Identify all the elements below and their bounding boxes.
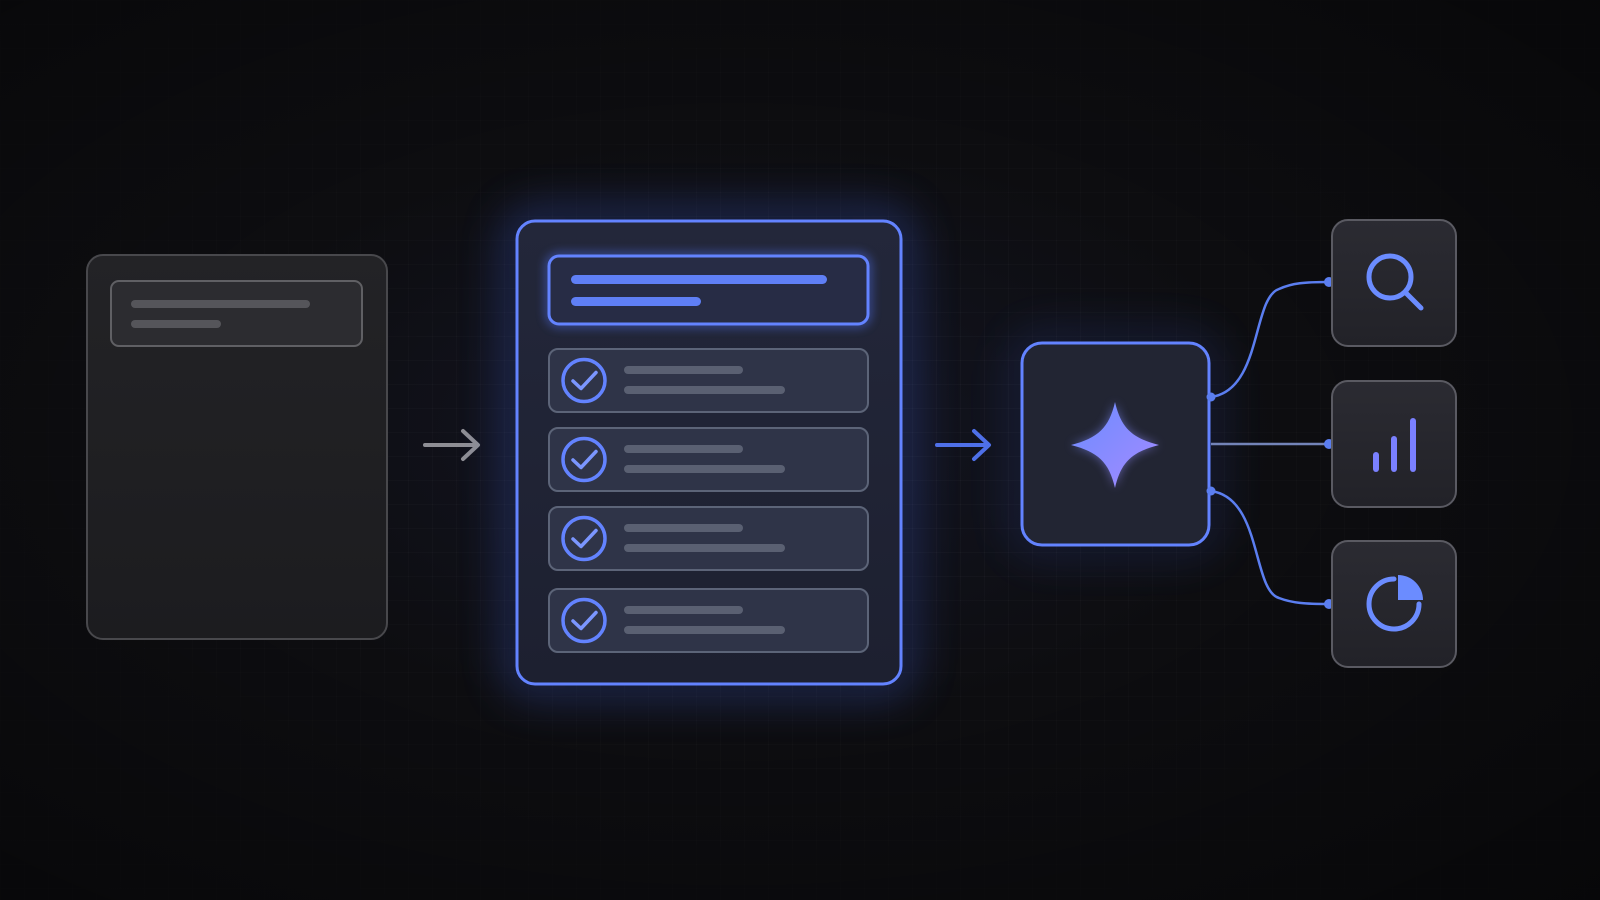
list-item [548,427,869,492]
arrow-right-icon [935,429,991,461]
search-icon [1366,253,1424,311]
highlighted-line-placeholder [571,297,701,306]
connector-report [1210,489,1330,606]
text-line-placeholder [624,626,785,634]
connector-node [1206,486,1216,496]
text-line-placeholder [624,606,743,614]
list-item-background [548,588,869,653]
text-line-placeholder [624,386,785,394]
output-connectors [1206,277,1334,609]
connector-node [1206,392,1216,402]
check-circle-icon [561,597,607,644]
text-line-placeholder [131,320,221,328]
list-item-background [548,348,869,413]
arrow-right-icon [423,429,480,461]
structured-list-card [508,212,910,693]
output-tile-analytics[interactable] [1331,380,1457,508]
output-tile-report[interactable] [1331,540,1457,668]
check-circle-icon [561,436,607,483]
raw-document-card [86,254,388,640]
text-line-placeholder [131,300,310,308]
list-item [548,588,869,653]
list-item-background [548,506,869,571]
output-tile-search[interactable] [1331,219,1457,347]
check-circle-icon [561,357,607,404]
sparkle-icon [1071,402,1159,488]
list-item [548,348,869,413]
check-circle-icon [561,515,607,562]
connector-search [1210,280,1330,399]
list-item [548,506,869,571]
pie-chart-icon [1366,575,1423,632]
bar-chart-icon [1373,418,1416,472]
text-line-placeholder [624,544,785,552]
raw-document-header [110,280,363,347]
list-item-background [548,427,869,492]
text-line-placeholder [624,366,743,374]
text-line-placeholder [624,524,743,532]
structured-list-header [546,253,871,327]
highlighted-line-placeholder [571,275,827,284]
text-line-placeholder [624,445,743,453]
checked-items [548,348,869,653]
ai-engine-card [1017,338,1214,550]
text-line-placeholder [624,465,785,473]
